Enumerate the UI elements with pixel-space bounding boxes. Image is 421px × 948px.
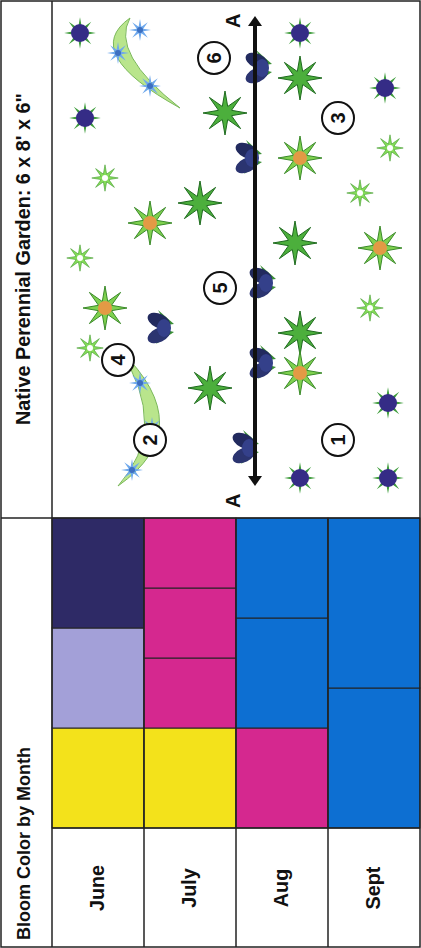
callout-number: 2 [140, 434, 160, 445]
garden-heading: Native Perennial Garden: 6 x 8' x 6" [12, 2, 35, 516]
callout-circle: 1 [321, 423, 355, 457]
callout-number: 3 [328, 112, 348, 123]
month-label: June [86, 828, 109, 948]
month-label: July [178, 828, 201, 948]
callout-number: 6 [204, 52, 224, 63]
callout-circle: 6 [197, 41, 231, 75]
section-mark: A [222, 494, 245, 508]
month-label: Sept [362, 828, 385, 948]
month-label: Aug [270, 828, 293, 948]
callout-circle: 2 [133, 423, 167, 457]
section-mark: A [222, 14, 245, 28]
callout-circle: 4 [101, 343, 135, 377]
callout-number: 1 [328, 434, 348, 445]
callout-circle: 3 [321, 101, 355, 135]
table-heading: Bloom Color by Month [14, 520, 35, 940]
callout-number: 5 [210, 282, 230, 293]
callout-circle: 5 [203, 271, 237, 305]
callout-number: 4 [108, 354, 128, 365]
